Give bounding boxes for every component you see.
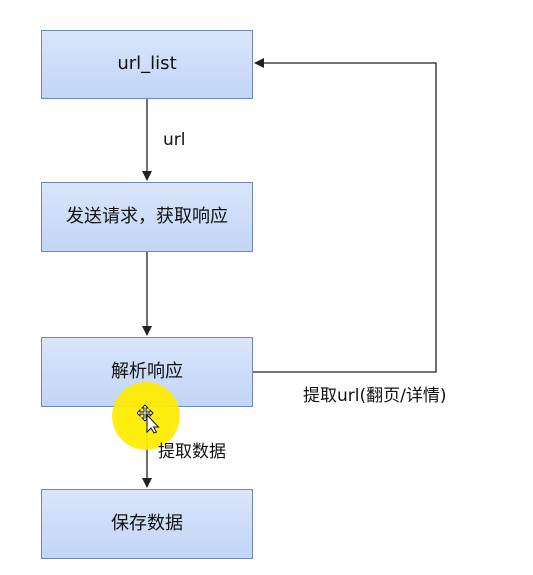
node-send-request: 发送请求，获取响应 [41,182,253,252]
move-cursor-icon [137,404,160,434]
node-save-data-label: 保存数据 [111,512,183,534]
node-url-list-label: url_list [117,53,177,75]
node-parse-response-label: 解析响应 [111,360,183,382]
node-save-data: 保存数据 [41,489,253,559]
edge-label-extract-url: 提取url(翻页/详情) [303,386,447,406]
node-url-list: url_list [41,30,253,99]
arrow-parse-to-url-list [253,58,437,373]
node-send-request-label: 发送请求，获取响应 [66,205,228,227]
edge-label-url: url [163,130,186,150]
edge-label-extract-data: 提取数据 [158,442,226,462]
